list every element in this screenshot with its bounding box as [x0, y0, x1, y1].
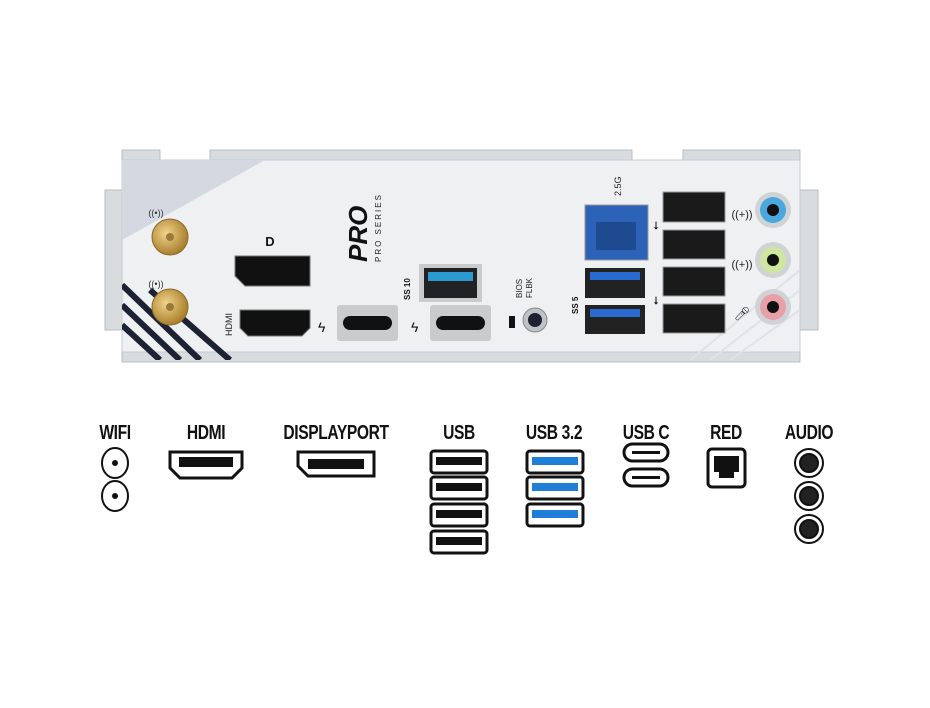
superspeed-10-label: SS 10 [403, 278, 412, 300]
usb32-legend-icon [525, 449, 585, 528]
usb-2-port [662, 303, 726, 334]
audio-jack-line-in [755, 192, 791, 228]
pro-logo: PRO [343, 206, 373, 262]
rj45-legend-icon [706, 447, 747, 489]
legend-icons [101, 442, 824, 555]
wifi-antenna-connector [151, 288, 189, 326]
wifi-icon: ((•)) [148, 279, 163, 289]
usb-c-port [436, 316, 485, 330]
microphone-icon: 🎤︎ [734, 306, 751, 321]
usb-legend-icon [429, 449, 489, 555]
motherboard-io-panel: ((•)) ((•)) D HDMI PRO PRO SERIES ϟ ϟ SS… [104, 149, 819, 363]
line-out-icon: ((+)) [731, 259, 752, 271]
displayport-icon: D [265, 234, 274, 249]
bios-label: BIOS [515, 279, 524, 298]
audio-jack-mic [755, 289, 791, 325]
displayport-legend-icon [296, 450, 376, 478]
hdmi-port [239, 309, 311, 337]
legend-label-usb: USB [443, 422, 475, 444]
legend-label-red: RED [710, 422, 742, 444]
thunderbolt-icon: ϟ [318, 319, 326, 335]
thunderbolt-icon: ϟ [411, 319, 419, 335]
displayport-port [234, 255, 311, 287]
flbk-label: FLBK [525, 277, 534, 298]
wifi-antenna-connector [151, 218, 189, 256]
legend-label-usb32: USB 3.2 [525, 422, 583, 444]
usb-2-port [662, 229, 726, 260]
lan-speed-label: 2.5G [613, 176, 623, 196]
legend-label-wifi: WIFI [99, 422, 131, 444]
superspeed-5-label: SS 5 [571, 296, 580, 314]
usb-icon: ⭠ [650, 221, 662, 230]
usbc-legend-icon [622, 442, 670, 488]
legend-label-displayport: DISPLAYPORT [283, 422, 389, 444]
bios-flashback-button[interactable] [522, 307, 548, 333]
usb-2-port [662, 191, 726, 223]
wifi-legend-icon [101, 480, 129, 512]
wifi-icon: ((•)) [148, 208, 163, 218]
audio-legend-icon [794, 448, 824, 544]
legend-label-hdmi: HDMI [186, 422, 226, 444]
legend-label-usbc: USB C [622, 422, 670, 444]
usb-2-port [662, 266, 726, 297]
wifi-legend-icon [101, 447, 129, 479]
line-in-icon: ((+)) [731, 209, 752, 221]
usb-c-port [343, 316, 392, 330]
hdmi-label: HDMI [224, 313, 234, 336]
hdmi-legend-icon [168, 450, 244, 480]
audio-jack-line-out [755, 242, 791, 278]
usb-icon: ⭠ [650, 296, 662, 305]
pro-series-text: PRO SERIES [374, 193, 383, 262]
legend-label-audio: AUDIO [784, 422, 834, 444]
